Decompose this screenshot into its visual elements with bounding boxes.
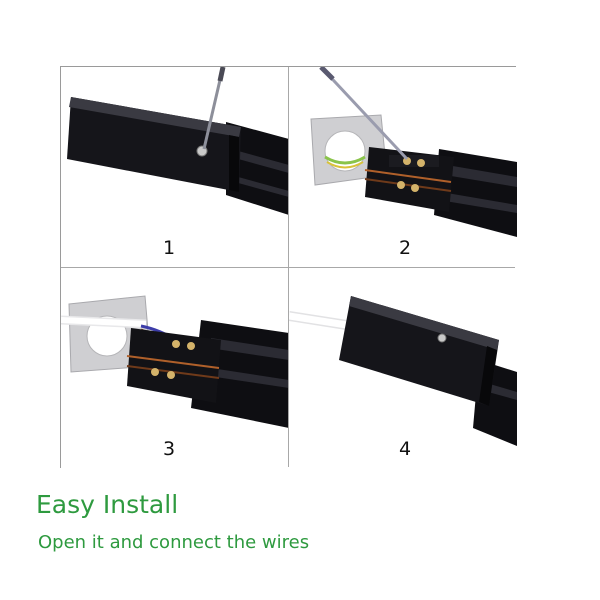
screwdriver-icon [202, 67, 226, 150]
terminal-block-icon [364, 147, 454, 212]
step-2-panel: 2 [289, 67, 517, 268]
track-rail [226, 122, 289, 215]
step-3-panel: 3 [61, 268, 289, 469]
step-4-illustration [289, 296, 517, 446]
install-steps-grid: 1 [60, 66, 517, 469]
step-number: 4 [398, 438, 412, 460]
power-cable [289, 311, 354, 331]
caption-subtitle: Open it and connect the wires [38, 532, 310, 553]
grid-divider-horizontal [61, 267, 515, 268]
caption-title: Easy Install [36, 490, 179, 519]
terminal-block-icon [126, 328, 221, 403]
screwdriver-icon [319, 67, 409, 161]
step-3-illustration [61, 295, 289, 428]
connector-cover [67, 97, 241, 192]
step-number: 1 [162, 237, 176, 259]
connector-cover [339, 296, 499, 406]
step-1-panel: 1 [61, 67, 289, 268]
track-rail [434, 149, 517, 237]
screw-icon [437, 333, 447, 343]
step-2-illustration [310, 67, 517, 237]
step-1-illustration [67, 67, 289, 215]
step-number: 2 [398, 237, 412, 259]
step-number: 3 [162, 438, 176, 460]
step-4-panel: 4 [289, 268, 517, 469]
